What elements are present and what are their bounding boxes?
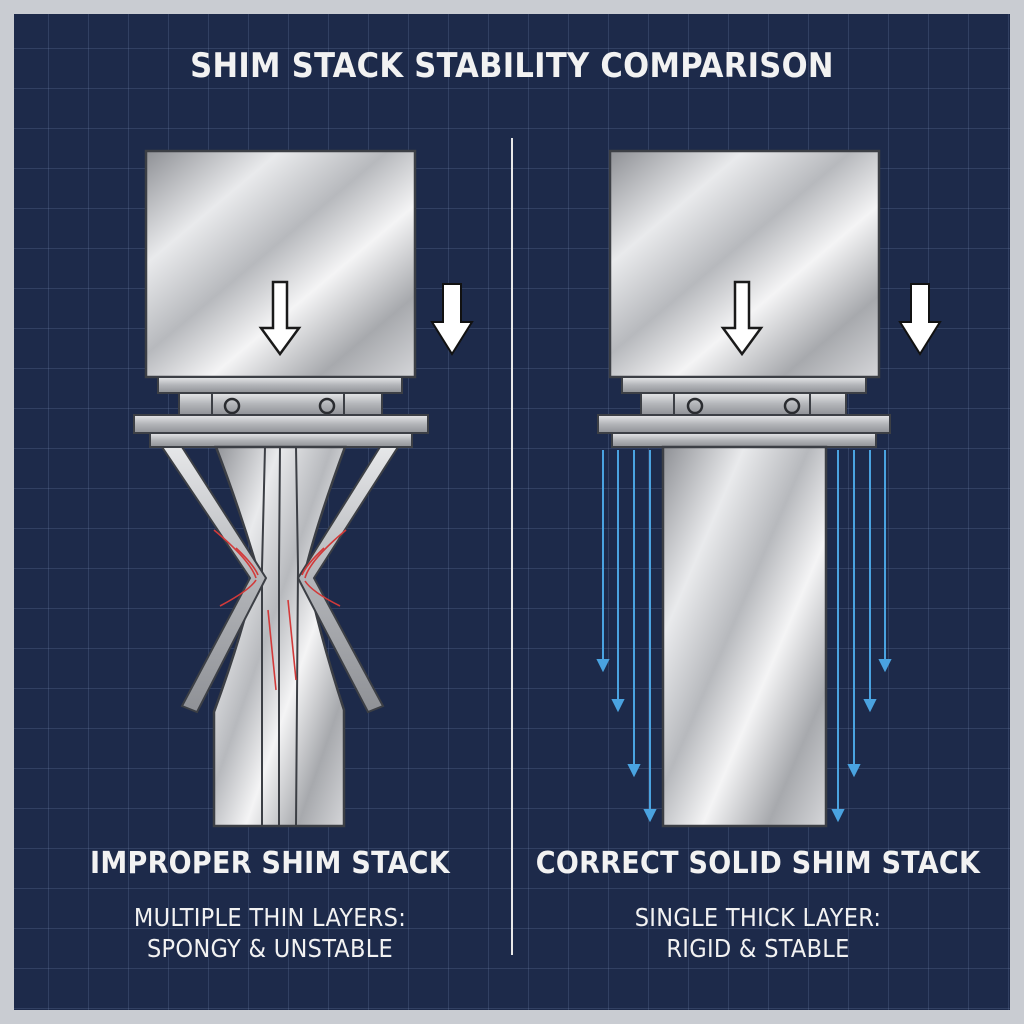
correct-caption-line-2: RIGID & STABLE	[666, 934, 850, 963]
down-arrow-icon	[720, 280, 764, 357]
base-plate-lower	[611, 432, 877, 448]
correct-shim-stack-illustration	[596, 149, 942, 828]
correct-stack-caption: SINGLE THICK LAYER: RIGID & STABLE	[528, 902, 988, 964]
down-arrow-icon	[430, 283, 474, 356]
correct-stack-heading: CORRECT SOLID SHIM STACK	[535, 846, 981, 881]
improper-shim-stack-illustration	[133, 149, 474, 828]
improper-stack-caption: MULTIPLE THIN LAYERS: SPONGY & UNSTABLE	[60, 902, 480, 964]
buckled-shim-left	[160, 446, 268, 714]
clamp-plate	[178, 392, 383, 416]
bolt-head-icon	[223, 397, 241, 415]
down-arrow-icon	[258, 280, 302, 357]
base-plate-lower	[149, 432, 413, 448]
base-plate	[597, 414, 891, 434]
bolt-head-icon	[783, 397, 801, 415]
block-lip	[157, 376, 403, 394]
stress-lines	[213, 529, 347, 691]
buckled-shim-right	[296, 446, 400, 714]
improper-caption-line-1: MULTIPLE THIN LAYERS:	[133, 903, 407, 932]
improper-caption-line-2: SPONGY & UNSTABLE	[146, 934, 394, 963]
down-arrow-icon	[898, 283, 942, 356]
bolt-head-icon	[318, 397, 336, 415]
correct-caption-line-1: SINGLE THICK LAYER:	[634, 903, 882, 932]
clamp-plate	[640, 392, 847, 416]
improper-stack-heading: IMPROPER SHIM STACK	[90, 846, 450, 881]
base-plate	[133, 414, 429, 434]
bolt-head-icon	[686, 397, 704, 415]
solid-shim-block	[661, 445, 828, 828]
block-lip	[621, 376, 867, 394]
load-distribution-arrows	[596, 450, 892, 823]
diagram-title: SHIM STACK STABILITY COMPARISON	[190, 46, 834, 86]
